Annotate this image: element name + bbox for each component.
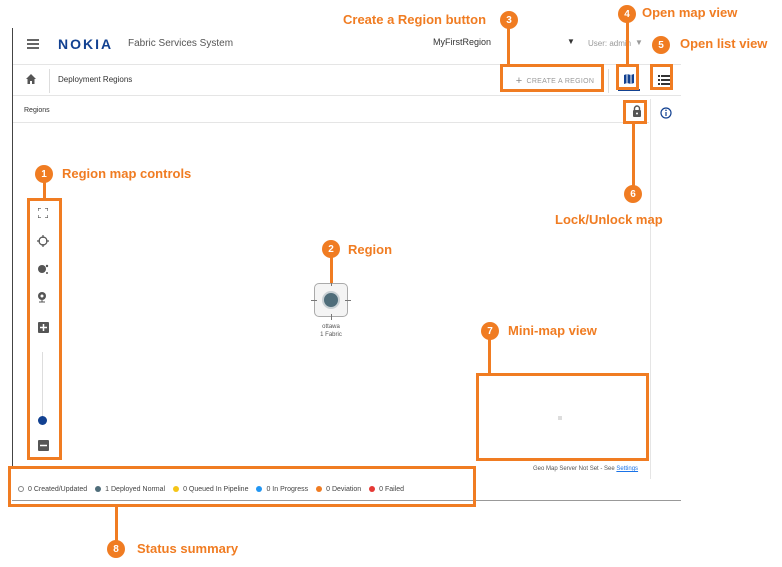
status-label: 0 Deviation [326, 485, 362, 493]
hamburger-menu-icon[interactable] [27, 39, 39, 49]
status-dot [95, 486, 102, 492]
annotation-label: Mini-map view [508, 323, 597, 338]
caret-down-icon[interactable]: ▼ [567, 37, 575, 46]
annotation-connector [330, 257, 333, 283]
status-item: 1 Deployed Normal [95, 486, 165, 493]
center-map-icon[interactable] [36, 234, 50, 248]
status-dot [369, 486, 376, 492]
region-fabric-count: 1 Fabric [320, 332, 342, 338]
geo-map-note: Geo Map Server Not Set - See Settings [533, 466, 638, 472]
annotation-label: Region map controls [62, 166, 192, 181]
node-tick [331, 314, 332, 320]
annotation-label: Create a Region button [343, 12, 487, 27]
region-status-dot [322, 291, 340, 309]
zoom-out-icon[interactable] [36, 438, 50, 452]
status-label: 0 In Progress [266, 485, 309, 493]
breadcrumb: Deployment Regions [58, 75, 133, 84]
right-rail [650, 99, 681, 479]
map-controls [27, 200, 59, 456]
panel-header: Regions [13, 99, 649, 123]
create-region-button[interactable]: + CREATE A REGION [503, 71, 607, 91]
annotation-label: Status summary [137, 541, 239, 556]
annotation-label: Region [348, 242, 393, 257]
annotation-badge: 1 [35, 165, 53, 183]
annotation-connector [43, 182, 46, 199]
region-name: ottawa [322, 324, 340, 330]
plus-icon: + [515, 75, 523, 87]
info-icon[interactable] [660, 107, 672, 119]
status-dot [18, 486, 24, 492]
top-bar: NOKIA Fabric Services System MyFirstRegi… [13, 28, 681, 64]
annotation-box-map-view [616, 64, 639, 90]
annotation-badge: 7 [481, 322, 499, 340]
zoom-slider-track[interactable] [42, 352, 43, 422]
annotation-box-list-view [650, 64, 673, 90]
list-view-button[interactable] [653, 69, 675, 91]
region-map-panel[interactable]: Regions [13, 99, 649, 479]
product-name: Fabric Services System [128, 38, 234, 49]
frame-left-border [12, 28, 13, 468]
annotation-connector [507, 28, 510, 65]
status-summary: 0 Created/Updated 1 Deployed Normal 0 Qu… [13, 481, 473, 497]
node-tick [311, 300, 317, 301]
settings-link[interactable]: Settings [616, 466, 639, 472]
map-icon [624, 74, 634, 84]
annotation-label: Lock/Unlock map [555, 212, 663, 227]
annotation-connector [488, 339, 491, 374]
annotation-badge: 6 [624, 185, 642, 203]
frame-bottom-border [12, 500, 681, 501]
nokia-logo: NOKIA [58, 36, 114, 52]
status-dot [316, 486, 323, 492]
status-item: 0 Created/Updated [18, 486, 87, 493]
annotation-badge: 3 [500, 11, 518, 29]
annotation-connector [115, 507, 118, 542]
annotation-box-create-region [500, 64, 604, 92]
annotation-badge: 4 [618, 5, 636, 23]
annotation-box-lock [623, 100, 647, 124]
toolbar-divider [608, 69, 609, 93]
home-icon[interactable] [25, 73, 37, 85]
status-label: 0 Created/Updated [28, 485, 88, 493]
status-label: 0 Failed [379, 485, 405, 493]
zoom-slider-handle[interactable] [38, 416, 47, 425]
mini-map[interactable] [484, 376, 638, 456]
status-item: 0 Queued In Pipeline [173, 486, 248, 493]
annotation-connector [632, 124, 635, 186]
user-caret-icon[interactable]: ▼ [635, 38, 643, 47]
region-node[interactable] [311, 280, 351, 320]
annotation-label: Open list view [680, 36, 768, 51]
lock-icon[interactable] [631, 105, 643, 117]
status-dot [256, 486, 263, 492]
globe-layout-icon[interactable] [36, 290, 50, 304]
annotation-badge: 5 [652, 36, 670, 54]
zoom-in-icon[interactable] [36, 320, 50, 334]
annotation-label: Open map view [642, 5, 738, 20]
node-tick [331, 280, 332, 286]
map-view-button[interactable] [618, 69, 640, 91]
geo-map-note-text: Geo Map Server Not Set - See [533, 466, 615, 472]
node-tick [345, 300, 351, 301]
annotation-connector [626, 22, 629, 65]
mini-map-region-marker [558, 416, 562, 420]
status-item: 0 Failed [369, 486, 404, 493]
annotation-box-status-summary [8, 466, 476, 507]
list-icon [658, 75, 670, 85]
annotation-badge: 8 [107, 540, 125, 558]
layout-nodes-icon[interactable] [36, 262, 50, 276]
status-dot [173, 486, 180, 492]
status-label: 0 Queued In Pipeline [183, 485, 249, 493]
toolbar: Deployment Regions + CREATE A REGION [13, 64, 681, 96]
status-item: 0 Deviation [316, 486, 361, 493]
annotation-badge: 2 [322, 240, 340, 258]
status-label: 1 Deployed Normal [105, 485, 166, 493]
region-selector[interactable]: MyFirstRegion [433, 37, 492, 47]
status-item: 0 In Progress [256, 486, 308, 493]
annotation-box-map-controls [27, 198, 62, 460]
create-region-label: CREATE A REGION [526, 77, 595, 85]
annotation-box-mini-map [476, 373, 649, 461]
panel-title: Regions [24, 107, 50, 114]
user-menu[interactable]: User: admin [588, 39, 632, 48]
toolbar-divider [49, 69, 50, 93]
